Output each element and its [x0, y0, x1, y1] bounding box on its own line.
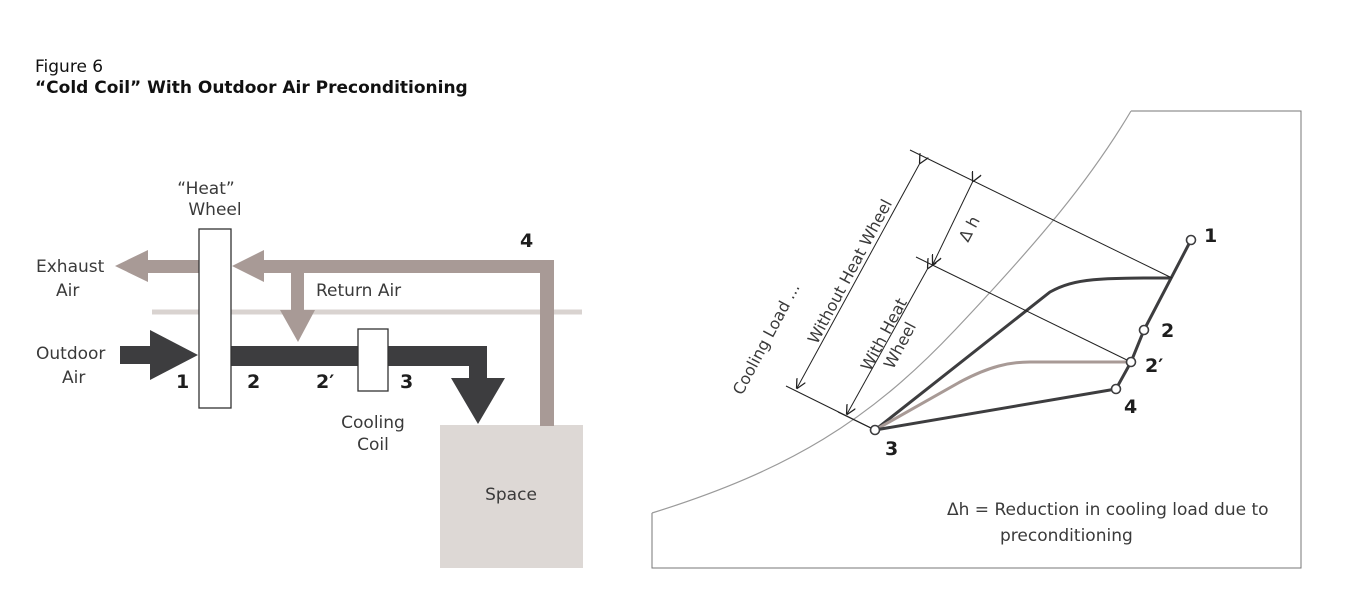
note-line1: Δh = Reduction in cooling load due to — [947, 500, 1269, 520]
return-drop-arrow — [280, 310, 315, 342]
state-point-2 — [1138, 324, 1150, 336]
process-without-wheel — [874, 276, 1173, 432]
outdoor-duct — [120, 346, 152, 364]
cooling-load-label: Cooling Load ... — [729, 280, 804, 398]
chart-outline — [651, 110, 1302, 569]
coil-label-line2: Coil — [357, 435, 389, 455]
psychrometric-chart: Cooling Load ... Without Heat Wheel With… — [651, 110, 1302, 569]
state-point-3 — [869, 424, 881, 436]
state-point-2prime — [1125, 356, 1137, 368]
exhaust-label-line1: Exhaust — [36, 257, 105, 277]
enthalpy-line-low2 — [837, 411, 876, 431]
return-duct-vertical — [540, 260, 554, 426]
supply-duct-down — [469, 346, 487, 380]
schematic-point-1: 1 — [176, 371, 189, 393]
chart-point-4: 4 — [1124, 396, 1137, 418]
figure-number: Figure 6 — [35, 57, 103, 77]
enthalpy-line-outer — [909, 149, 1173, 279]
cooling-coil — [357, 328, 389, 392]
space-box — [440, 425, 583, 568]
coil-label-line1: Cooling — [341, 413, 405, 433]
process-with-wheel — [874, 360, 1131, 432]
supply-arrow-head — [451, 378, 505, 424]
process-space-line — [874, 387, 1117, 432]
return-drop-duct — [291, 266, 304, 312]
wheel-label-line1: “Heat” — [177, 179, 234, 199]
chart-point-2prime: 2′ — [1145, 355, 1163, 377]
airflow-schematic: Space “Heat” Wheel Cooling Coil Exhaust … — [36, 179, 583, 568]
note-line2: preconditioning — [1000, 526, 1133, 546]
space-label: Space — [485, 485, 537, 505]
state-point-4 — [1110, 383, 1122, 395]
schematic-point-2: 2 — [247, 371, 260, 393]
return-duct-horizontal — [262, 260, 554, 273]
return-arrow-head — [232, 250, 264, 282]
chart-point-1: 1 — [1204, 225, 1217, 247]
process-wheel-line — [1114, 239, 1193, 390]
return-air-label: Return Air — [316, 281, 401, 301]
outdoor-arrow-head — [150, 330, 198, 380]
dim-with-wheel — [847, 268, 928, 414]
outdoor-label-line2: Air — [62, 368, 85, 388]
chart-point-2: 2 — [1161, 320, 1174, 342]
wheel-label-line2: Wheel — [188, 200, 241, 220]
state-point-1 — [1185, 234, 1197, 246]
schematic-point-3: 3 — [400, 371, 413, 393]
chart-point-3: 3 — [885, 438, 898, 460]
exhaust-label-line2: Air — [56, 281, 79, 301]
enthalpy-line-mid — [915, 256, 1132, 363]
saturation-curve — [651, 110, 1132, 514]
schematic-point-4: 4 — [520, 230, 533, 252]
delta-h-label: Δ h — [955, 213, 984, 245]
figure-title: “Cold Coil” With Outdoor Air Preconditio… — [35, 78, 468, 98]
schematic-point-2prime: 2′ — [316, 371, 334, 393]
heat-wheel — [198, 228, 232, 409]
outdoor-label-line1: Outdoor — [36, 344, 105, 364]
dim-delta-h — [933, 181, 973, 264]
exhaust-duct — [145, 260, 200, 273]
exhaust-arrow-head — [115, 250, 148, 282]
